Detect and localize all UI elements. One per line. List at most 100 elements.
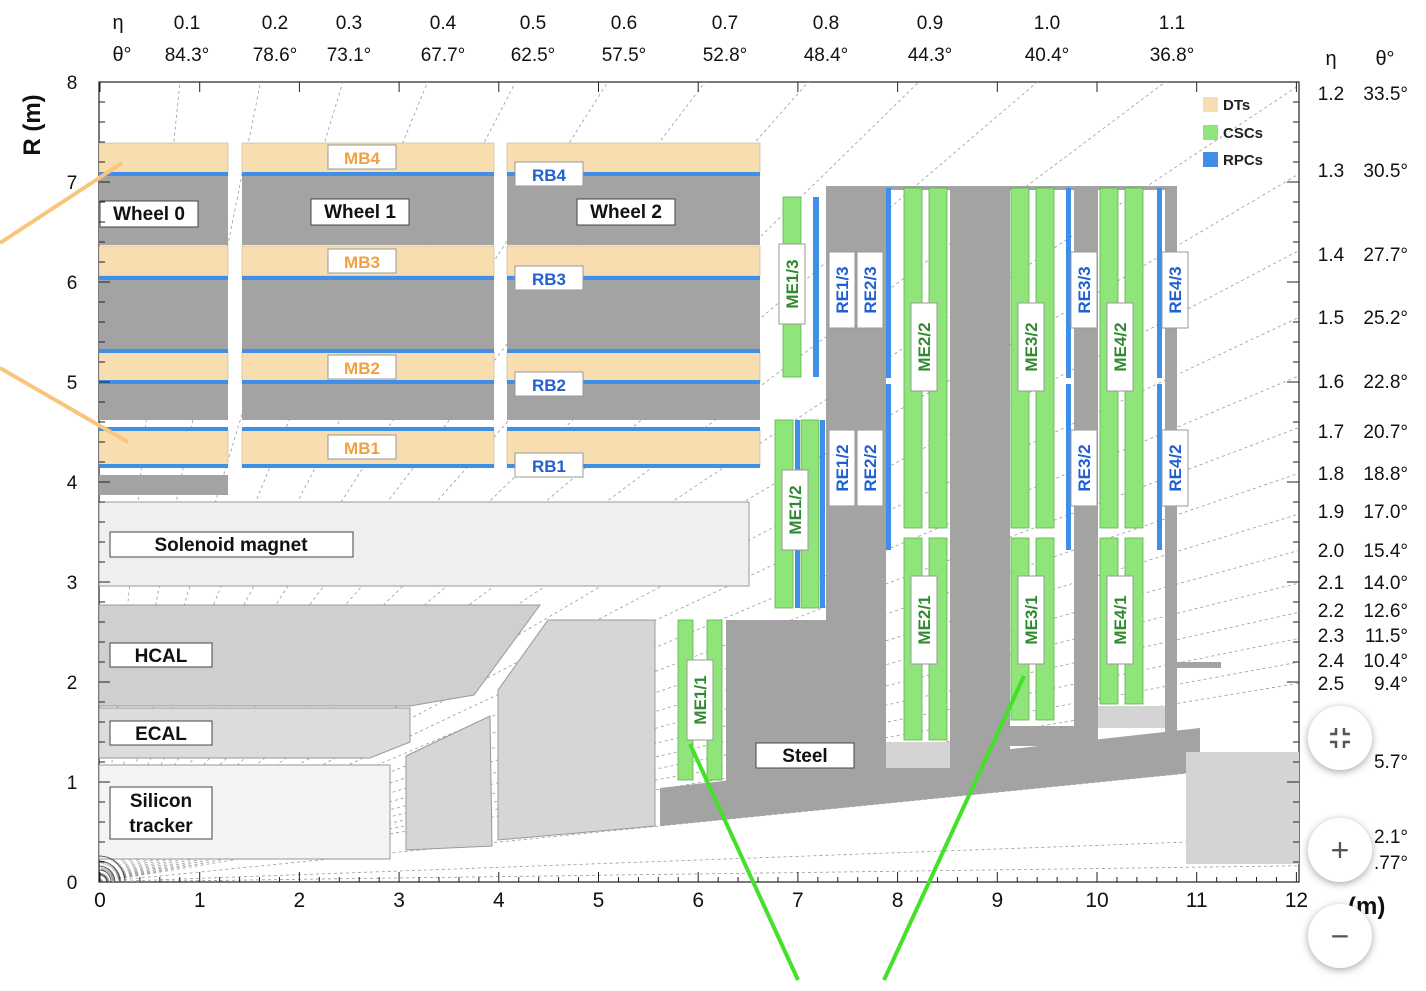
rb2-label: RB2 [532,376,566,395]
me42-label: ME4/2 [1111,322,1130,371]
endcap-disk-base-1 [886,742,950,768]
me12-label: ME1/2 [786,485,805,534]
right-theta-label: 14.0° [1363,573,1408,594]
dt-pointer-lines [0,161,130,444]
y-tick-label: 5 [67,373,78,394]
top-eta-label: 0.4 [430,13,457,34]
ecal-label: ECAL [135,724,187,745]
rb-labels: RB4 RB3 RB2 RB1 [514,161,584,478]
y-tick-label: 3 [67,573,78,594]
wheel-2-label: Wheel 2 [590,202,662,223]
hcal-endcap-body [497,619,656,841]
endcap-disk-base-2 [1098,706,1165,728]
rb3-label: RB3 [532,270,566,289]
top-eta-label: 0.3 [336,13,362,34]
collapse-button[interactable] [1308,706,1372,770]
subsystem-labels: Solenoid magnet HCAL ECAL Silicon tracke… [109,531,855,840]
wheel-labels: Wheel 0 Wheel 1 Wheel 2 [99,198,676,228]
y-tick-label: 4 [67,473,78,494]
me41-label: ME4/1 [1111,595,1130,644]
right-theta-label: 15.4° [1363,541,1408,562]
right-eta-label: 1.6 [1318,372,1344,393]
mb3-label: MB3 [344,253,380,272]
right-theta-symbol: θ° [1375,48,1394,70]
y-tick-label: 7 [67,173,78,194]
re-labels: RE1/3 RE2/3 RE1/2 RE2/2 RE3/3 RE3/2 RE4/… [828,251,1189,507]
right-eta-label: 1.2 [1318,84,1344,105]
right-eta-label: 1.7 [1318,422,1344,443]
solenoid-label: Solenoid magnet [154,535,308,556]
right-eta-label: 2.3 [1318,626,1344,647]
re42-label: RE4/2 [1166,444,1185,491]
x-tick-label: 3 [393,889,405,912]
zoom-out-icon: − [1330,917,1350,954]
legend-swatch-dt [1203,97,1218,112]
right-eta-label: 1.3 [1318,161,1344,182]
eta-line-26 [99,837,1299,882]
wheel-0-label: Wheel 0 [113,204,185,225]
x-tick-label: 10 [1085,889,1108,912]
zoom-in-button[interactable]: + [1308,818,1372,882]
top-eta-label: 0.6 [611,13,637,34]
top-eta-label: 0.9 [917,13,943,34]
y-tick-label: 8 [67,73,78,94]
x-tick-label: 4 [493,889,505,912]
x-tick-label: 2 [294,889,306,912]
tracker-label-line2: tracker [129,816,193,837]
right-eta-label: 1.8 [1318,464,1344,485]
hcal-barrel-body [99,604,541,707]
right-theta-label: 17.0° [1363,502,1408,523]
top-theta-label: 67.7° [421,45,466,66]
tracker-arcs [99,855,126,882]
hcal-label: HCAL [135,646,188,667]
eta-line-27 [99,865,1299,882]
collapse-icon [1330,728,1350,748]
re43-label: RE4/3 [1166,266,1185,313]
top-theta-label: 52.8° [703,45,748,66]
x-tick-label: 9 [991,889,1003,912]
mb2-label: MB2 [344,359,380,378]
top-eta-label: 0.2 [262,13,288,34]
y-tick-label: 2 [67,673,78,694]
right-eta-label: 1.5 [1318,308,1344,329]
x-tick-label: 1 [194,889,206,912]
top-eta-label: 0.5 [520,13,546,34]
right-theta-label: 27.7° [1363,245,1408,266]
right-eta-label: 1.9 [1318,502,1344,523]
right-eta-symbol: η [1325,48,1336,70]
wheel-1-label: Wheel 1 [324,202,396,223]
top-theta-label: 78.6° [253,45,298,66]
top-theta-label: 48.4° [804,45,849,66]
right-theta-label: 12.6° [1363,601,1408,622]
top-theta-label: 84.3° [165,45,210,66]
forward-shield [1186,752,1299,864]
top-theta-label: 57.5° [602,45,647,66]
y-tick-label: 1 [67,773,78,794]
x-tick-label: 12 [1285,889,1308,912]
csc-chambers [677,187,1144,781]
right-theta-label: 22.8° [1363,372,1408,393]
rb4-label: RB4 [532,166,567,185]
csc-pointer-lines [688,675,1026,981]
tracker-label-line1: Silicon [130,791,192,812]
right-theta-label: 20.7° [1363,422,1408,443]
top-theta-label: 62.5° [511,45,556,66]
x-tick-label: 6 [692,889,704,912]
top-theta-label: 40.4° [1025,45,1070,66]
legend-swatch-rpc [1203,152,1218,167]
zoom-in-icon: + [1330,831,1350,868]
zoom-out-button[interactable]: − [1308,904,1372,968]
right-theta-label: 33.5° [1363,84,1408,105]
re23-label: RE2/3 [861,266,880,313]
re33-label: RE3/3 [1075,266,1094,313]
axis-ticks [99,81,1299,883]
me22-label: ME2/2 [915,322,934,371]
y-tick-label: 6 [67,273,78,294]
right-theta-label: 18.8° [1363,464,1408,485]
top-theta-label: 36.8° [1150,45,1195,66]
x-tick-label: 0 [94,889,106,912]
x-tick-label: 7 [792,889,804,912]
